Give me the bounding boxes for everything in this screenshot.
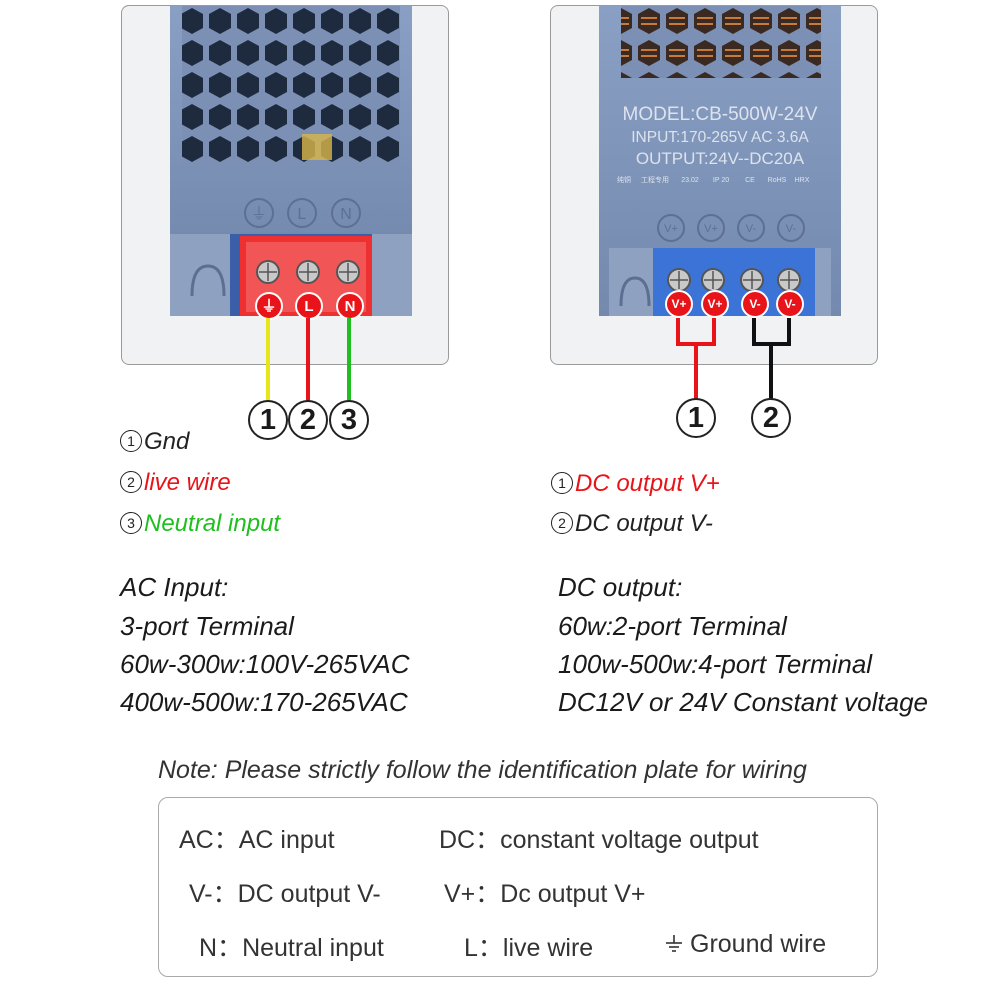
legend-n: N：Neutral input xyxy=(199,928,384,964)
ac-legend-text-3: Neutral input xyxy=(144,510,281,537)
ground-icon xyxy=(666,935,682,952)
dc-legend-text-2: DC output V- xyxy=(575,510,713,537)
ac-spec-line-1: 3-port Terminal xyxy=(120,611,294,641)
dc-legend-num-1: 1 xyxy=(551,472,573,494)
dc-emboss-2: V+ xyxy=(704,223,718,235)
legend-l-value: live wire xyxy=(502,934,594,962)
dc-negative-bracket xyxy=(752,318,791,346)
plate-small-2: 工程专用 xyxy=(641,175,669,184)
ac-terminal-photo: ⏚ L N ⏚ L N xyxy=(121,5,449,365)
dc-badge-2: V+ xyxy=(707,297,722,311)
legend-vminus: V-：DC output V- xyxy=(189,874,381,910)
legend-l: L：live wire xyxy=(464,928,593,964)
ac-wires xyxy=(266,318,351,402)
ac-wire-number-3: 3 xyxy=(329,400,369,440)
ac-wire-number-1: 1 xyxy=(248,400,288,440)
dc-psu-illustration: MODEL:CB-500W-24V INPUT:170-265V AC 3.6A… xyxy=(599,6,841,318)
legend-dc: DC：constant voltage output xyxy=(439,820,759,856)
legend-vminus-value: DC output V- xyxy=(237,880,381,908)
ac-emboss-n: N xyxy=(340,206,352,223)
plate-small-1: 纯铜 xyxy=(617,175,631,184)
dc-positive-bracket xyxy=(676,318,716,346)
dc-terminal-photo: MODEL:CB-500W-24V INPUT:170-265V AC 3.6A… xyxy=(550,5,878,365)
legend-ground: Ground wire xyxy=(664,930,826,959)
plate-small-5: CE xyxy=(745,177,755,184)
dc-wires xyxy=(676,318,791,400)
dc-spec-line-3: DC12V or 24V Constant voltage xyxy=(558,687,928,717)
dc-wire-number-1: 1 xyxy=(676,398,716,438)
legend-ac: AC：AC input xyxy=(179,820,335,856)
ac-legend-num-3: 3 xyxy=(120,512,142,534)
plate-small-7: HRX xyxy=(795,177,810,184)
plate-input: INPUT:170-265V AC 3.6A xyxy=(631,129,809,146)
ac-spec-line-2: 60w-300w:100V-265VAC xyxy=(120,649,410,679)
dc-emboss-4: V- xyxy=(786,223,797,235)
ac-badge-l: L xyxy=(304,298,313,315)
plate-small-4: IP 20 xyxy=(713,177,729,184)
dc-emboss-1: V+ xyxy=(664,223,678,235)
legend-ac-key: AC： xyxy=(179,826,239,854)
plate-small-6: RoHS xyxy=(768,177,787,184)
legend-ac-value: AC input xyxy=(238,826,335,854)
ac-emboss-l: L xyxy=(298,206,307,223)
legend-ground-value: Ground wire xyxy=(690,930,827,958)
dc-legend-num-2: 2 xyxy=(551,512,573,534)
plate-small-3: 23.02 xyxy=(681,177,699,184)
dc-emboss-3: V- xyxy=(746,223,757,235)
ac-badge-n: N xyxy=(345,298,356,315)
legend-vplus-key: V+： xyxy=(444,880,501,908)
legend-l-key: L： xyxy=(464,934,503,962)
legend-dc-value: constant voltage output xyxy=(500,826,759,854)
ac-emboss-ground: ⏚ xyxy=(251,205,267,223)
ac-legend-text-2: live wire xyxy=(144,469,231,496)
ac-badge-ground: ⏚ xyxy=(261,298,276,315)
legend-n-key: N： xyxy=(199,934,243,962)
plate-model: MODEL:CB-500W-24V xyxy=(623,104,818,125)
ac-psu-illustration: ⏚ L N ⏚ L N xyxy=(170,6,412,320)
dc-spec-heading: DC output: xyxy=(558,572,683,602)
legend-dc-key: DC： xyxy=(439,826,501,854)
dc-badge-4: V- xyxy=(784,297,795,311)
dc-spec-line-1: 60w:2-port Terminal xyxy=(558,611,787,641)
dc-legend-text-1: DC output V+ xyxy=(575,470,720,497)
legend-vplus: V+：Dc output V+ xyxy=(444,874,646,910)
ac-legend-text-1: Gnd xyxy=(144,428,190,455)
dc-wire-number-2: 2 xyxy=(751,398,791,438)
ac-spec-heading: AC Input: xyxy=(120,572,229,602)
legend-vplus-value: Dc output V+ xyxy=(500,880,646,908)
legend-n-value: Neutral input xyxy=(242,934,384,962)
dc-badge-3: V- xyxy=(749,297,760,311)
ac-spec-line-3: 400w-500w:170-265VAC xyxy=(120,687,408,717)
plate-output: OUTPUT:24V--DC20A xyxy=(636,149,805,168)
legend-vminus-key: V-： xyxy=(189,880,238,908)
ac-legend-num-1: 1 xyxy=(120,430,142,452)
symbol-legend-box: AC：AC input DC：constant voltage output V… xyxy=(158,797,878,977)
wiring-note: Note: Please strictly follow the identif… xyxy=(158,756,807,784)
ac-wire-number-2: 2 xyxy=(288,400,328,440)
dc-badge-1: V+ xyxy=(671,297,686,311)
ac-legend-num-2: 2 xyxy=(120,471,142,493)
dc-spec-line-2: 100w-500w:4-port Terminal xyxy=(558,649,873,679)
